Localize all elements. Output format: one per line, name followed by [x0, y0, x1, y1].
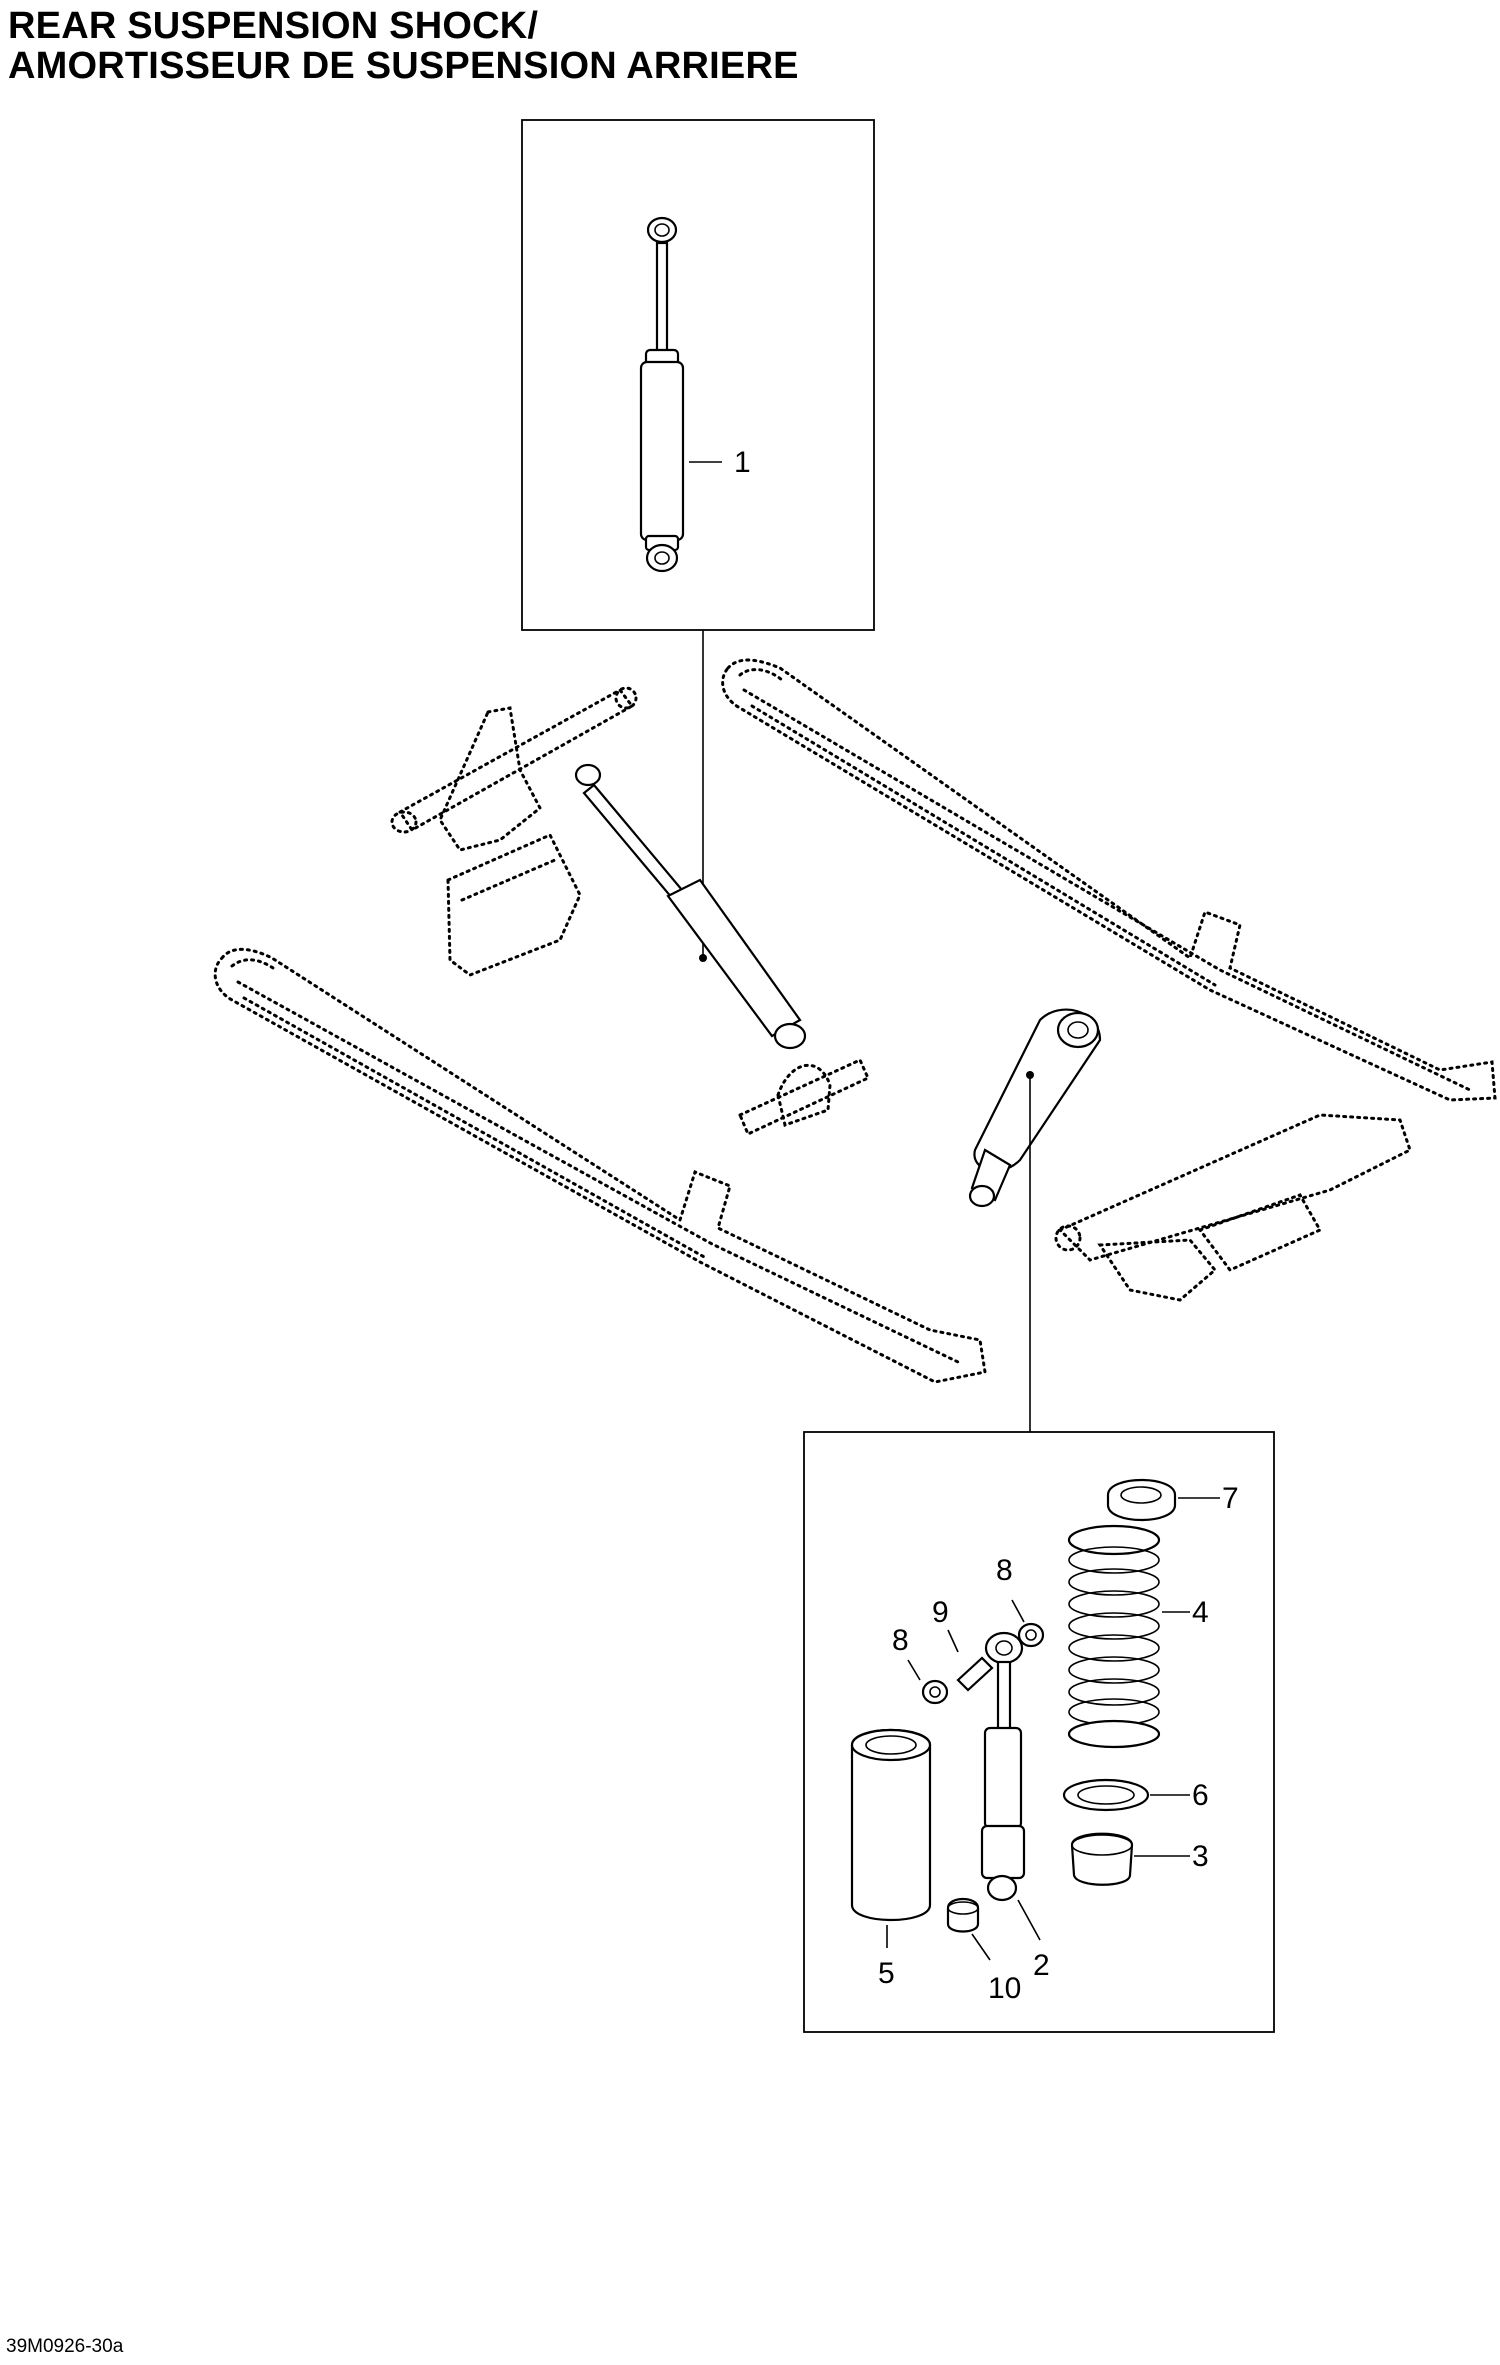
- part-6-washer[interactable]: [1062, 1778, 1150, 1812]
- drawing-code: 39M0926-30a: [6, 2336, 124, 2357]
- part-9-sleeve[interactable]: [956, 1656, 994, 1692]
- part-8-bushing-right[interactable]: [1017, 1622, 1045, 1648]
- callout-5: 5: [878, 1957, 895, 1990]
- center-bracket: [738, 1058, 870, 1137]
- suspension-assembly: [213, 658, 1497, 1384]
- detail-box-front-shock: [521, 119, 875, 631]
- rear-arm-assembly: [1054, 1113, 1412, 1302]
- installed-rear-shock: [968, 1008, 1102, 1208]
- front-arm-assembly: [390, 686, 638, 977]
- part-4-coil-spring[interactable]: [1067, 1524, 1161, 1749]
- callout-6: 6: [1192, 1779, 1209, 1812]
- right-slide-rail: [721, 658, 1497, 1102]
- title-line-english: REAR SUSPENSION SHOCK/: [8, 5, 539, 47]
- part-7-spring-stopper[interactable]: [1106, 1479, 1177, 1521]
- callout-4: 4: [1192, 1596, 1209, 1629]
- callout-2: 2: [1033, 1949, 1050, 1982]
- detail-frame: [521, 119, 875, 631]
- detail-box-rear-shock: [803, 1431, 1275, 2033]
- callout-8-left: 8: [892, 1624, 909, 1657]
- callout-10: 10: [988, 1972, 1021, 2005]
- callout-7: 7: [1222, 1482, 1239, 1515]
- part-10-bushing[interactable]: [946, 1897, 980, 1933]
- part-5-shock-boot[interactable]: [850, 1728, 932, 1921]
- part-2-rear-shock-absorber[interactable]: [980, 1631, 1026, 1902]
- callout-8-right: 8: [996, 1554, 1013, 1587]
- title-line-french: AMORTISSEUR DE SUSPENSION ARRIERE: [8, 45, 799, 87]
- detail-frame: [803, 1431, 1275, 2033]
- callout-9: 9: [932, 1596, 949, 1629]
- diagram-title: REAR SUSPENSION SHOCK/ AMORTISSEUR DE SU…: [8, 6, 799, 86]
- callout-3: 3: [1192, 1840, 1209, 1873]
- installed-front-shock: [574, 763, 807, 1050]
- part-8-bushing-left[interactable]: [921, 1679, 949, 1705]
- callout-1: 1: [734, 446, 751, 479]
- left-slide-rail: [213, 947, 987, 1384]
- part-1-front-shock[interactable]: [639, 216, 685, 573]
- part-3-adjuster-nut[interactable]: [1070, 1832, 1134, 1886]
